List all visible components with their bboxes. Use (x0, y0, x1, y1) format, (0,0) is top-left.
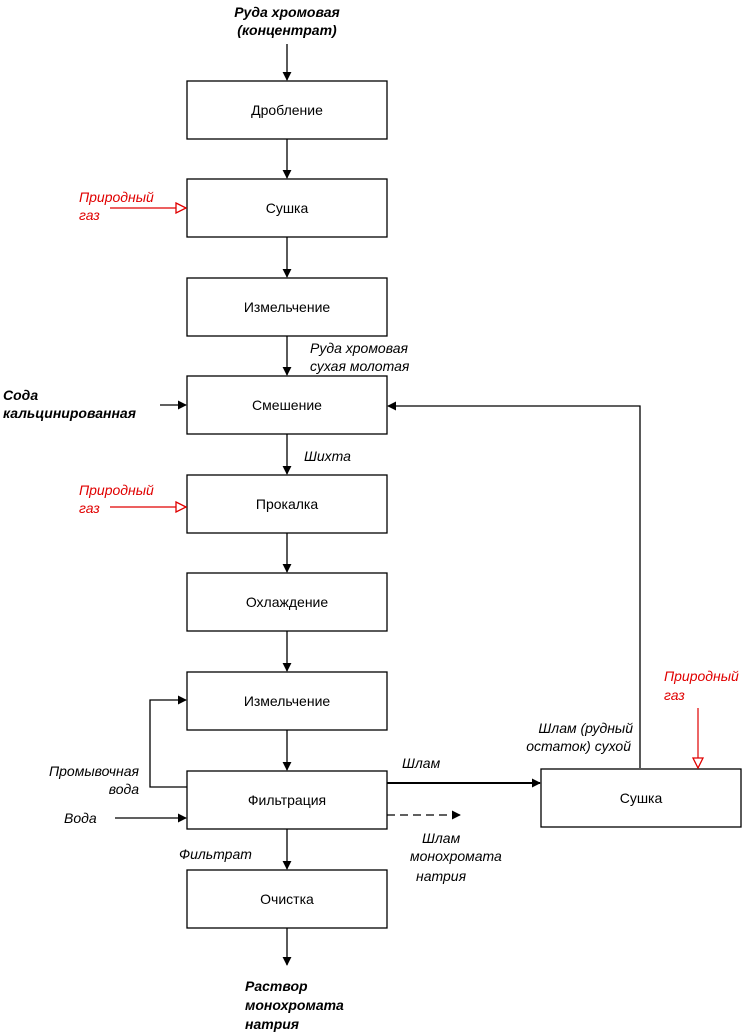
input-ore-line1: Руда хромовая (234, 4, 340, 20)
step-mixing-label: Смешение (252, 397, 322, 413)
step-grinding2-label: Измельчение (244, 693, 331, 709)
flow-filtrate: Фильтрат (179, 846, 252, 862)
output-line1: Раствор (245, 978, 308, 994)
flow-chromate-sludge-line3: натрия (416, 868, 467, 884)
flow-charge: Шихта (304, 448, 351, 464)
step-sludge-drying-box (540, 768, 742, 828)
step-sludge-drying-label: Сушка (620, 790, 663, 806)
flow-sludge: Шлам (402, 755, 441, 771)
input-water: Вода (64, 810, 97, 826)
input-gas1-line1: Природный (79, 189, 154, 205)
input-gas3-line2: газ (664, 687, 685, 703)
step-grinding-label: Измельчение (244, 299, 331, 315)
input-ore-line2: (концентрат) (237, 22, 337, 38)
arrow-washing-water-loop (149, 695, 187, 788)
input-soda-line2: кальцинированная (3, 405, 136, 421)
step-grinding2-box (186, 671, 388, 731)
output-line3: натрия (245, 1016, 299, 1032)
step-drying-label: Сушка (266, 200, 309, 216)
output-line2: монохромата (245, 997, 344, 1013)
step-drying-box (186, 178, 388, 238)
step-calcination-box (186, 474, 388, 534)
step-purification-box (186, 869, 388, 929)
step-calcination-label: Прокалка (256, 496, 318, 512)
flow-chromate-sludge-line1: Шлам (422, 830, 461, 846)
step-crushing-label: Дробление (251, 102, 323, 118)
flow-chromate-sludge-line2: монохромата (410, 848, 502, 864)
flow-dry-sludge-line1: Шлам (рудный (538, 720, 633, 736)
step-cooling-label: Охлаждение (246, 594, 329, 610)
input-washing-water-line2: вода (109, 781, 140, 797)
step-filtration-label: Фильтрация (248, 792, 326, 808)
arrow-recycle-to-mixing (387, 401, 641, 768)
input-gas2-line2: газ (79, 500, 100, 516)
flow-dry-ore-line2: сухая молотая (310, 358, 410, 374)
flow-dry-sludge-line2: остаток) сухой (526, 738, 631, 754)
input-soda-line1: Сода (3, 387, 38, 403)
input-washing-water-line1: Промывочная (49, 763, 140, 779)
flow-dry-ore-line1: Руда хромовая (310, 340, 408, 356)
step-cooling-box (186, 572, 388, 632)
step-filtration-box (186, 770, 388, 830)
step-mixing-box (186, 375, 388, 435)
input-gas2-line1: Природный (79, 482, 154, 498)
step-purification-label: Очистка (260, 891, 314, 907)
input-gas1-line2: газ (79, 207, 100, 223)
step-grinding-box (186, 277, 388, 337)
input-gas3-line1: Природный (664, 668, 739, 684)
